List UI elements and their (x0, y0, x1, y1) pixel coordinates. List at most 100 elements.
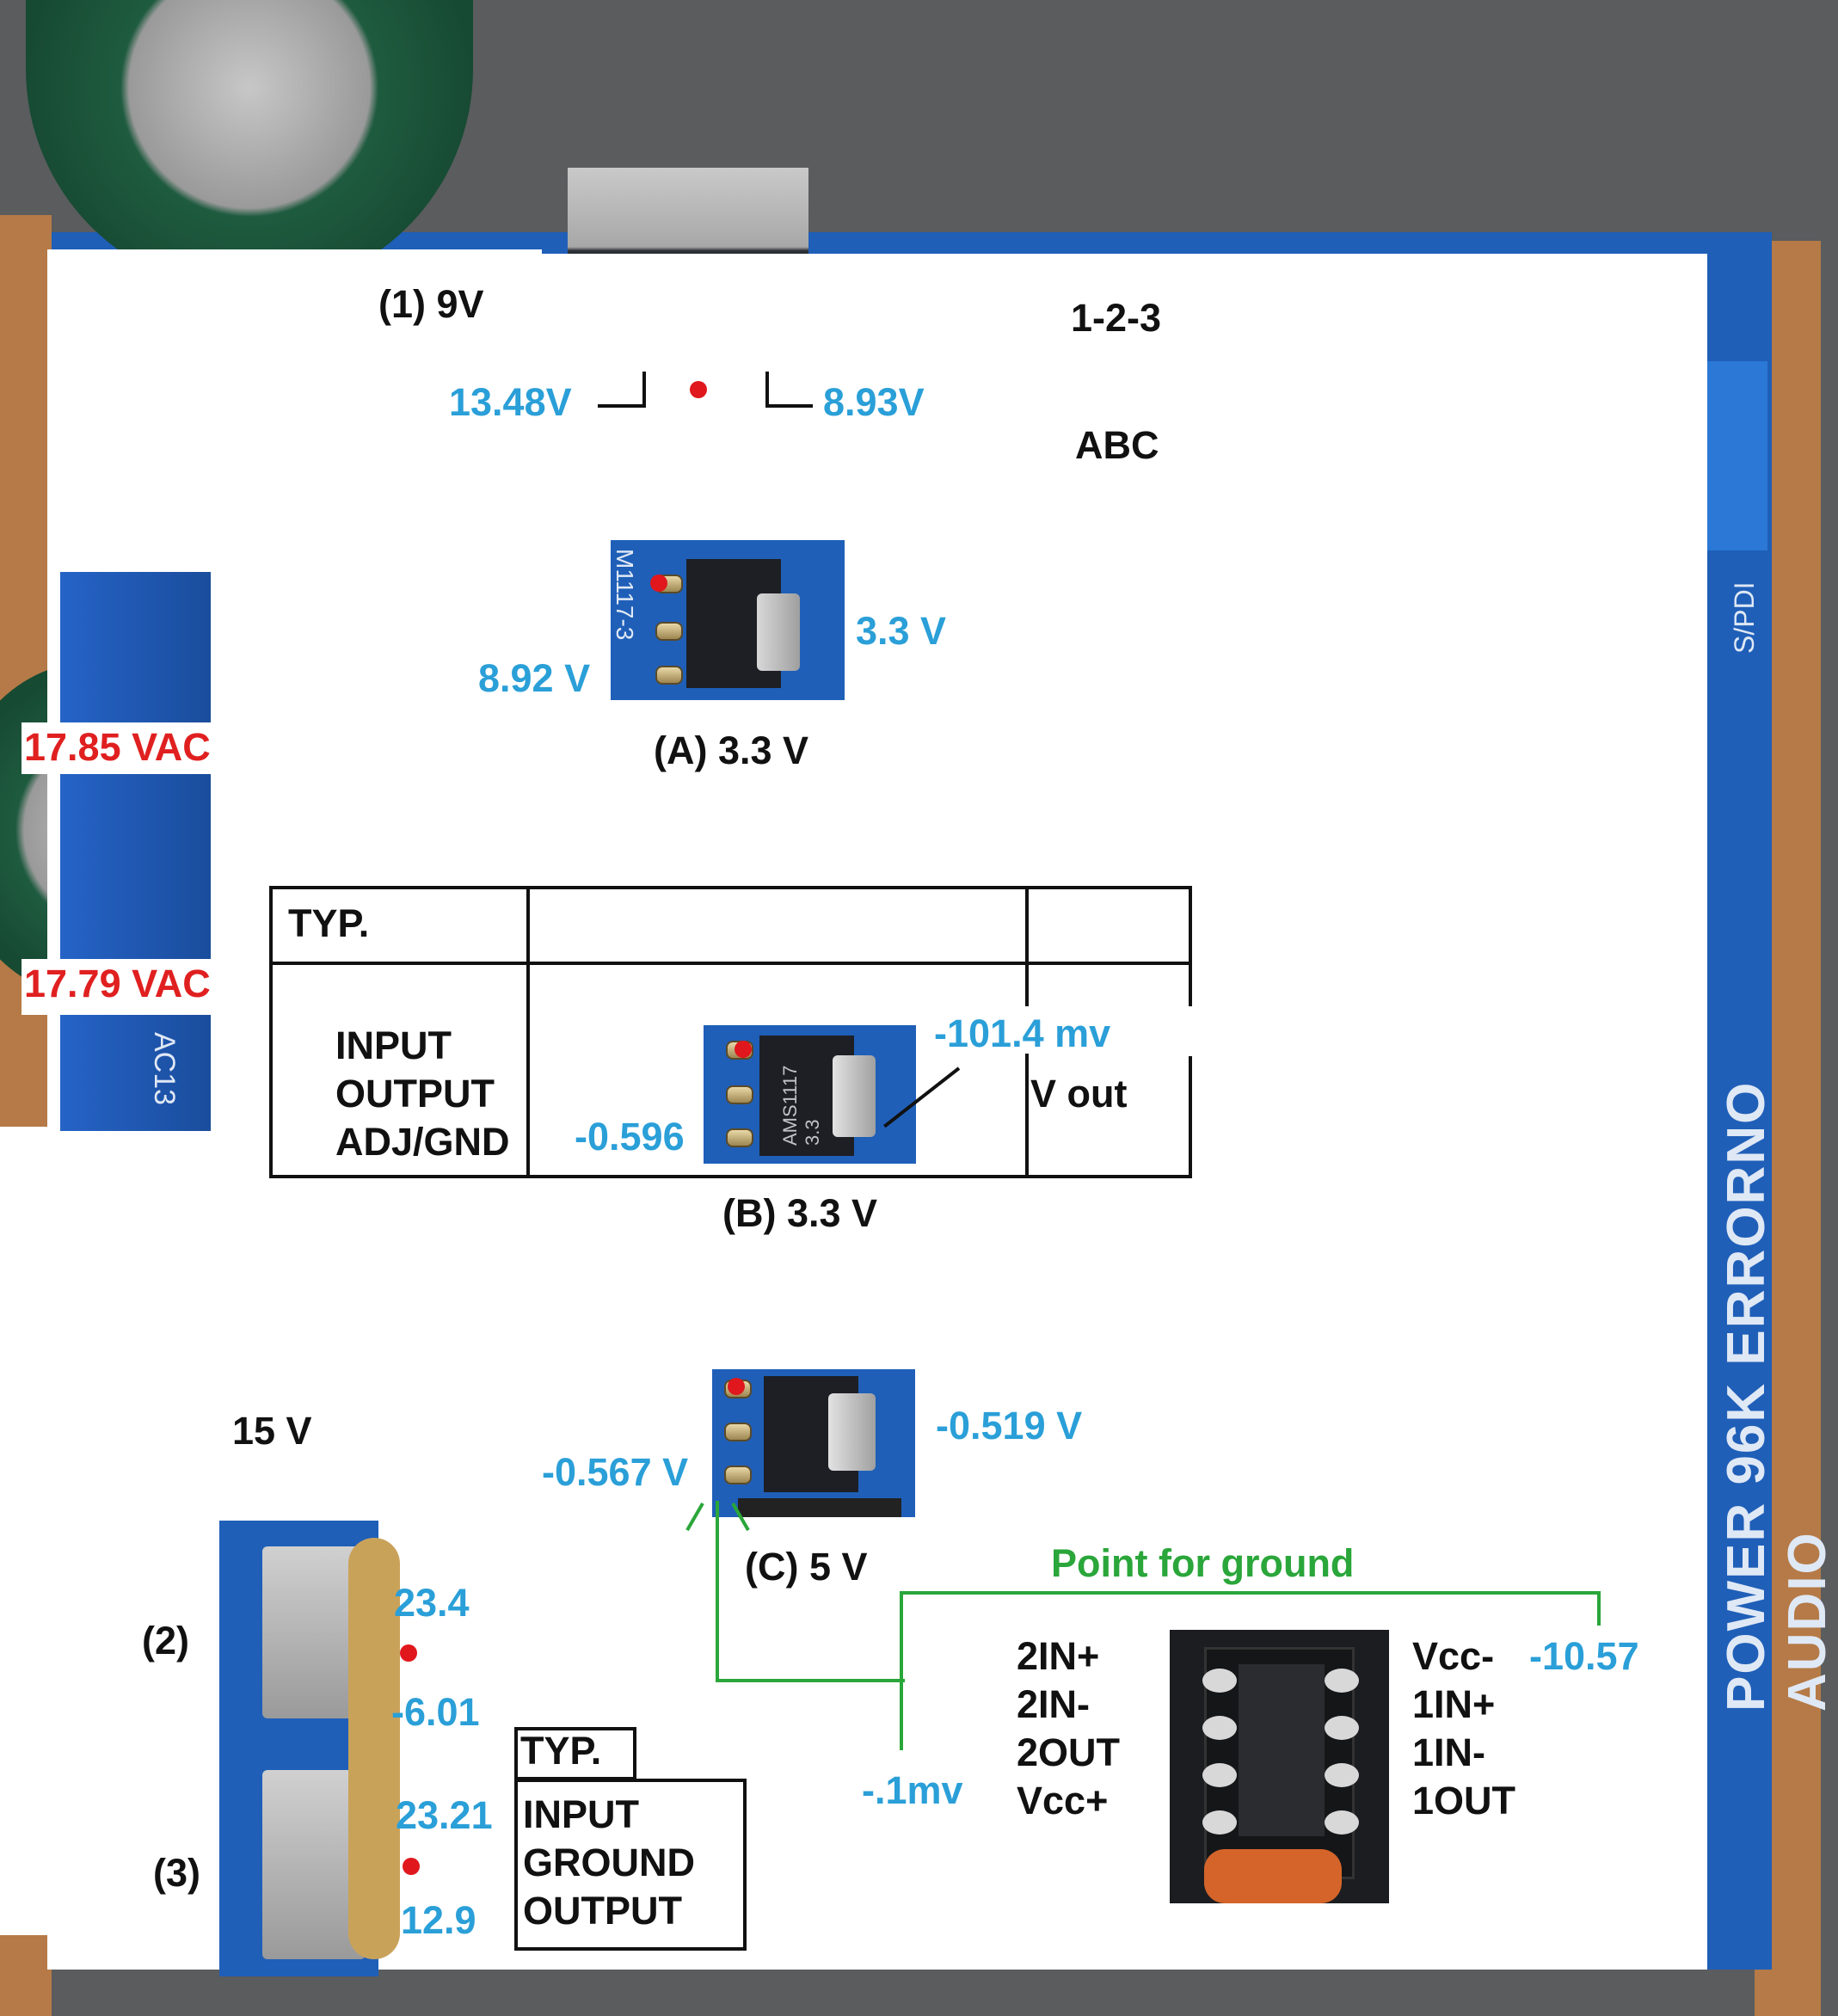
regC-output-voltage: -0.519 V (936, 1404, 1083, 1447)
regB-pin-2 (726, 1085, 753, 1104)
reg23-photo (219, 1521, 400, 1976)
v15-label: 15 V (232, 1409, 312, 1453)
regB-pin-voltage: -0.596 (575, 1115, 685, 1159)
regA-tab (757, 593, 800, 671)
typ1-border-right-bottom (1189, 1056, 1192, 1178)
opamp-pin-l1 (1202, 1669, 1237, 1693)
opamp-vcc-plus-voltage: -.1mv (862, 1768, 963, 1812)
reg3-pin1-dot (403, 1858, 420, 1875)
typ1-border-bottom (269, 1175, 1192, 1178)
typ1-border-top (269, 886, 1192, 889)
typ2-pin-output: OUTPUT (523, 1889, 682, 1933)
reg23-capacitor (348, 1538, 400, 1959)
vac-bottom-reading: 17.79 VAC (24, 962, 211, 1005)
opamp-left-pin-3: 2OUT (1017, 1730, 1121, 1774)
regC-lower-component (738, 1498, 901, 1517)
regC-tab (828, 1393, 876, 1471)
reg2-pin1-dot (400, 1644, 417, 1662)
typ2-pin-ground: GROUND (523, 1841, 695, 1884)
terminal-block-right (1707, 361, 1767, 550)
regC-pin1-dot (728, 1378, 745, 1395)
reg1-input-voltage: 13.48V (449, 380, 572, 424)
typ1-border-right-top (1189, 886, 1192, 1006)
white-panel-top-left (47, 249, 542, 353)
title-letters: ABC (1075, 423, 1159, 467)
reg1-pin1-dot (690, 381, 707, 398)
typ1-header: TYP. (288, 901, 370, 945)
reg3-top-voltage: 23.21 (396, 1793, 493, 1837)
opamp-photo (1170, 1630, 1389, 1903)
reg2-label: (2) (142, 1619, 189, 1663)
regB-label: (B) 3.3 V (722, 1191, 878, 1235)
regA-output-voltage: 3.3 V (856, 609, 947, 653)
opamp-pin-l2 (1202, 1716, 1237, 1740)
opamp-right-pin-3: 1IN- (1412, 1730, 1486, 1774)
ground-path-vertical (900, 1591, 903, 1750)
vac-top-reading: 17.85 VAC (24, 725, 211, 769)
typ1-border-mid (269, 962, 1192, 965)
typ2-body-box (514, 1779, 747, 1951)
regA-photo: M1117-3 (611, 540, 845, 700)
white-panel-top-right (847, 258, 1703, 370)
white-mask-left-label-2 (22, 959, 224, 1015)
typ1-divider-1 (526, 886, 530, 1178)
reg1-out-bracket-v (765, 372, 769, 408)
regB-chip-text: AMS1117 3.3 (779, 1065, 823, 1146)
regC-pin-3 (724, 1466, 752, 1484)
regA-input-voltage: 8.92 V (478, 656, 591, 700)
opamp-right-pin-1: Vcc- (1412, 1634, 1495, 1678)
white-mask-left-label-1 (22, 722, 224, 774)
reg1-label: (1) 9V (378, 282, 484, 326)
regA-pin1-dot (650, 575, 667, 592)
regB-photo: AMS1117 3.3 (704, 1025, 916, 1164)
typ2-header: TYP. (520, 1729, 602, 1773)
opamp-left-pin-1: 2IN+ (1017, 1634, 1100, 1678)
white-panel-bottom-strip (0, 1127, 52, 1935)
typ1-pin-output: OUTPUT (335, 1072, 495, 1116)
opamp-vcc-minus-voltage: -10.57 (1529, 1634, 1639, 1678)
opamp-right-pin-4: 1OUT (1412, 1779, 1516, 1822)
connector-block-left (60, 572, 211, 1131)
opamp-right-pin-2: 1IN+ (1412, 1682, 1496, 1726)
regA-pin-2 (655, 622, 683, 641)
reg3-label: (3) (153, 1851, 200, 1895)
reg1-output-voltage: 8.93V (823, 380, 925, 424)
regA-pin-3 (655, 666, 683, 685)
regB-pin1-dot (735, 1041, 752, 1058)
ground-point-label: Point for ground (1051, 1541, 1355, 1585)
opamp-chip (1239, 1664, 1325, 1836)
typ1-border-left (269, 886, 273, 1178)
opamp-pin-l4 (1202, 1810, 1237, 1835)
board-side-text: POWER 96K ERRORNO AUDIO (1717, 1080, 1837, 1712)
board-spdif-text: S/PDI (1729, 581, 1760, 654)
typ1-divider-2b (1025, 1054, 1029, 1178)
regC-photo (712, 1369, 915, 1517)
ground-path-bottom (716, 1679, 905, 1682)
regA-label: (A) 3.3 V (654, 728, 809, 772)
opamp-bypass-capacitor (1204, 1849, 1342, 1903)
opamp-pin-r3 (1325, 1763, 1359, 1787)
title-sequence: 1-2-3 (1071, 296, 1162, 340)
regB-pin-3 (726, 1128, 753, 1147)
opamp-pin-r4 (1325, 1810, 1359, 1835)
regA-chip-text: M1117-3 (612, 549, 638, 641)
reg2-top-voltage: 23.4 (394, 1581, 470, 1625)
reg2-bottom-voltage: -6.01 (391, 1690, 480, 1734)
typ1-divider-2 (1025, 886, 1029, 1006)
ground-path-right-drop (1597, 1591, 1601, 1626)
typ1-pin-input: INPUT (335, 1023, 452, 1067)
ground-path-top (900, 1591, 1601, 1595)
regB-tab (833, 1055, 876, 1137)
ground-arrow-shaft (716, 1501, 719, 1681)
opamp-left-pin-2: 2IN- (1017, 1682, 1091, 1726)
regC-pin-2 (724, 1423, 752, 1441)
regB-tab-voltage: -101.4 mv (934, 1011, 1111, 1055)
opamp-pin-r1 (1325, 1669, 1359, 1693)
pcb-right-edge (1707, 284, 1767, 1970)
reg1-out-bracket-h (765, 404, 813, 408)
opamp-left-pin-4: Vcc+ (1017, 1779, 1109, 1822)
typ2-pin-input: INPUT (523, 1792, 639, 1836)
reg1-in-bracket-h (598, 404, 645, 408)
reg3-bottom-voltage: 12.9 (401, 1898, 476, 1942)
ac-terminal-text: AC13 (148, 1032, 181, 1106)
